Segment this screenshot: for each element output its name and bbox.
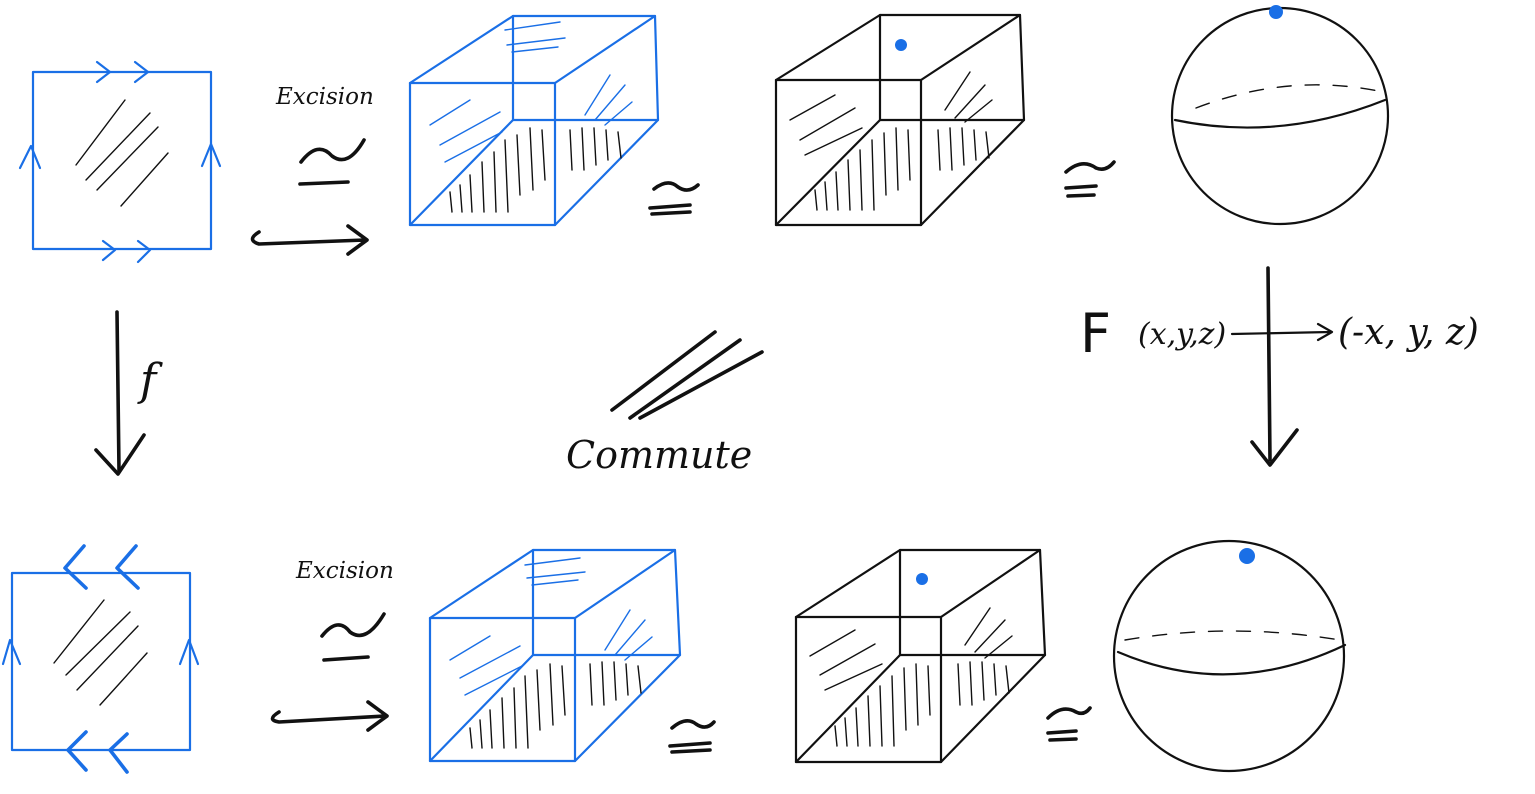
excision-label-top: Excision (275, 84, 374, 110)
cube-blue-bottom (428, 548, 682, 763)
map-F-domain: (x,y,z) (1138, 317, 1226, 352)
homotopy-symbol-top-2 (648, 181, 700, 216)
homotopy-symbol-bottom (320, 612, 386, 662)
map-F-arrow: F (x,y,z) (-x, y, z) (1080, 266, 1479, 467)
commute-label: Commute (566, 433, 752, 477)
hatching-cube-black-bottom (809, 607, 1013, 747)
cube-blue-top (408, 14, 660, 227)
homotopy-symbol-top (298, 138, 366, 186)
hatching-square-top (75, 99, 169, 207)
basepoint-dot-cube-bottom (916, 573, 928, 585)
homotopy-symbol-top-3 (1064, 160, 1116, 198)
hatching-cube-blue-bottom-floor (469, 661, 642, 749)
square-top (18, 60, 222, 264)
cube-black-bottom (794, 548, 1047, 764)
map-f-label: f (137, 355, 163, 406)
basepoint-dot-sphere-top (1269, 5, 1283, 19)
excision-label-bottom: Excision (295, 558, 394, 584)
map-F-name: F (1080, 302, 1111, 365)
map-F-codomain: (-x, y, z) (1338, 312, 1479, 353)
hatching-cube-blue-top (429, 21, 633, 163)
commute-marker: Commute (566, 330, 764, 477)
basepoint-dot-cube-top (895, 39, 907, 51)
homotopy-symbol-bottom-2 (668, 719, 716, 754)
sphere-top (1170, 5, 1390, 226)
basepoint-dot-sphere-bottom (1239, 548, 1255, 564)
hatching-cube-blue-bottom (449, 557, 653, 696)
cube-black-top (774, 13, 1026, 227)
inclusion-arrow-bottom (270, 700, 389, 732)
hatching-square-bottom (53, 599, 148, 706)
map-f-arrow: f (94, 310, 163, 476)
inclusion-arrow-top (250, 224, 369, 256)
hatching-cube-black-top (789, 71, 993, 211)
homotopy-symbol-bottom-3 (1046, 706, 1092, 742)
square-bottom (1, 544, 200, 774)
hatching-cube-blue-top-floor (449, 127, 622, 213)
sphere-bottom (1112, 539, 1347, 773)
